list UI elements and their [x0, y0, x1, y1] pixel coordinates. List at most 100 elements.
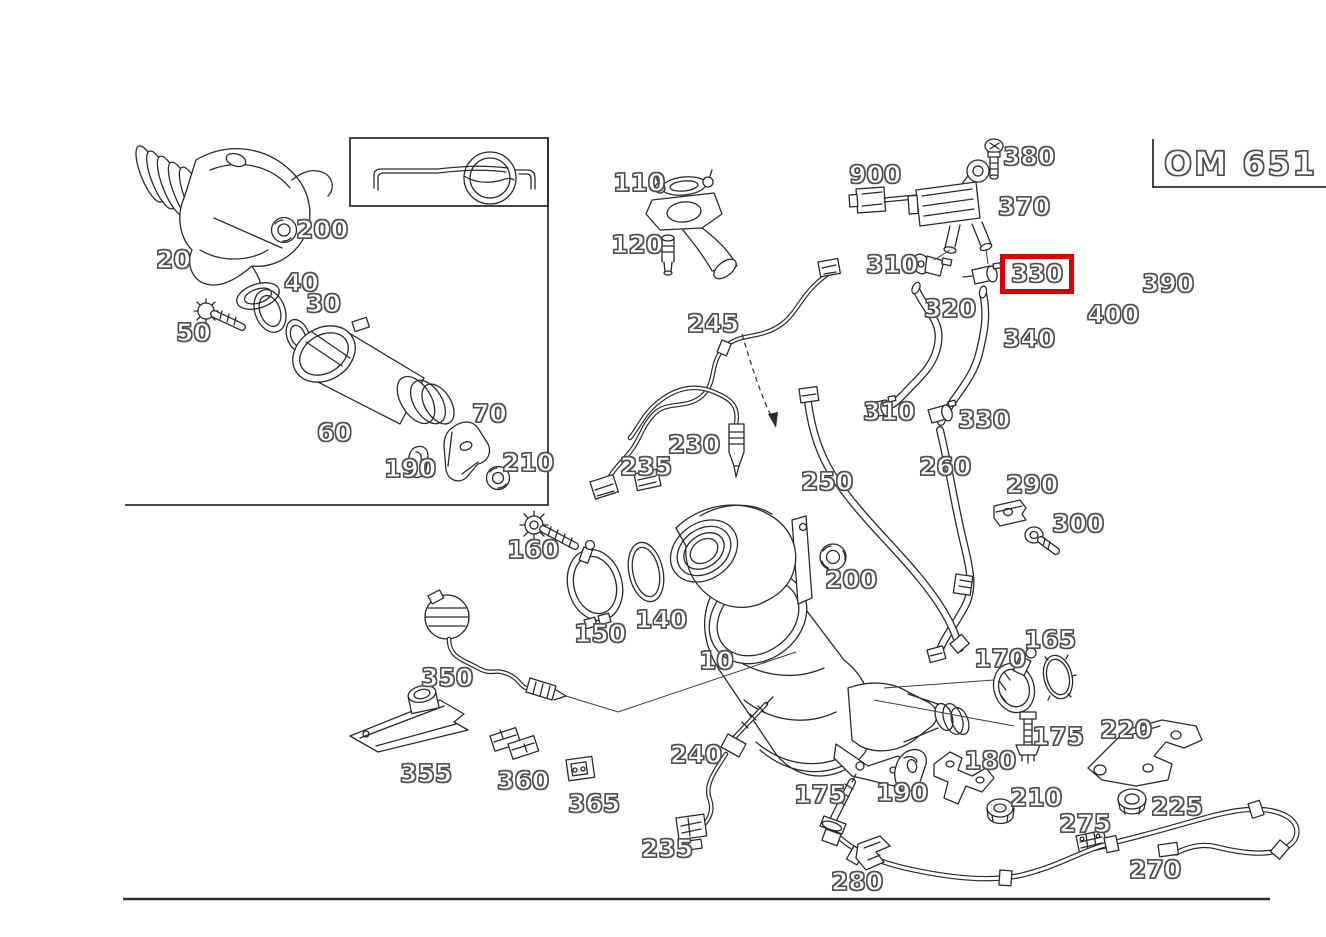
- part-callout-360[interactable]: 360: [496, 766, 550, 795]
- part-330-upper-fitting-drawing: [962, 262, 1002, 285]
- part-callout-365[interactable]: 365: [567, 789, 621, 818]
- part-225-nut-drawing: [1117, 788, 1147, 815]
- part-callout-235[interactable]: 235: [619, 452, 673, 481]
- part-callout-280[interactable]: 280: [830, 867, 884, 896]
- part-callout-210[interactable]: 210: [1009, 783, 1063, 812]
- part-210-lower-nut-drawing: [986, 798, 1015, 825]
- engine-code-frame: [1152, 139, 1326, 188]
- part-callout-60[interactable]: 60: [316, 418, 352, 447]
- part-callout-310[interactable]: 310: [865, 250, 919, 279]
- part-callout-370[interactable]: 370: [997, 192, 1051, 221]
- part-callout-275[interactable]: 275: [1058, 809, 1112, 838]
- part-235-lower-clip-drawing: [675, 813, 708, 851]
- part-245-sensor-cable-drawing: [589, 257, 841, 500]
- part-370-pressure-sensor-drawing: [907, 159, 993, 254]
- part-175-left-bolt-drawing: [819, 773, 857, 835]
- part-callout-40[interactable]: 40: [283, 268, 319, 297]
- part-320-hose-drawing: [889, 281, 943, 408]
- part-callout-180[interactable]: 180: [963, 746, 1017, 775]
- part-180-bracket-drawing: [933, 751, 995, 805]
- part-callout-235[interactable]: 235: [640, 834, 694, 863]
- hose-detail-drawing: [373, 151, 536, 205]
- part-230-oxygen-sensor-drawing: [627, 333, 778, 478]
- part-callout-120[interactable]: 120: [610, 230, 664, 259]
- part-callout-300[interactable]: 300: [1051, 509, 1105, 538]
- part-175-right-bolt-drawing: [1015, 711, 1041, 764]
- part-callout-400[interactable]: 400: [1086, 300, 1140, 329]
- part-callout-330-highlighted[interactable]: 330: [1000, 254, 1075, 294]
- part-150-vband-clamp-drawing: [566, 539, 624, 630]
- part-330-mid-fitting-drawing: [927, 399, 957, 424]
- part-callout-390[interactable]: 390: [1141, 269, 1195, 298]
- part-callout-330[interactable]: 330: [957, 405, 1011, 434]
- part-callout-70[interactable]: 70: [471, 399, 507, 428]
- part-callout-320[interactable]: 320: [923, 294, 977, 323]
- part-callout-270[interactable]: 270: [1128, 855, 1182, 884]
- part-callout-10[interactable]: 10: [698, 646, 734, 675]
- part-callout-160[interactable]: 160: [506, 535, 560, 564]
- part-callout-175[interactable]: 175: [793, 780, 847, 809]
- part-callout-170[interactable]: 170: [973, 644, 1027, 673]
- part-10-dpf-assembly-drawing: [669, 504, 970, 787]
- inset-frame: [125, 137, 549, 506]
- part-callout-30[interactable]: 30: [305, 289, 341, 318]
- part-callout-210[interactable]: 210: [501, 448, 555, 477]
- part-callout-20[interactable]: 20: [155, 245, 191, 274]
- part-callout-900[interactable]: 900: [848, 160, 902, 189]
- part-165-gasket-drawing: [1042, 654, 1077, 701]
- part-callout-250[interactable]: 250: [800, 467, 854, 496]
- part-callout-350[interactable]: 350: [420, 663, 474, 692]
- part-callout-165[interactable]: 165: [1023, 625, 1077, 654]
- part-240-temp-sensor-drawing: [697, 696, 774, 831]
- part-120-stud-drawing: [661, 234, 675, 276]
- part-290-clip-drawing: [993, 499, 1027, 527]
- part-callout-380[interactable]: 380: [1002, 142, 1056, 171]
- part-callout-225[interactable]: 225: [1150, 792, 1204, 821]
- part-360-clip-drawing: [489, 727, 540, 760]
- part-365-clip-drawing: [565, 755, 596, 782]
- part-50-bolt-drawing: [193, 298, 246, 331]
- part-900-sensor-probe-drawing: [848, 186, 917, 214]
- part-200-main-nut-drawing: [819, 543, 847, 571]
- part-70-bracket-drawing: [443, 421, 491, 482]
- part-280-clip-drawing: [855, 835, 891, 871]
- part-callout-200[interactable]: 200: [824, 565, 878, 594]
- part-callout-175[interactable]: 175: [1031, 722, 1085, 751]
- part-callout-220[interactable]: 220: [1099, 715, 1153, 744]
- part-200-inset-nut-drawing: [270, 216, 298, 244]
- part-callout-50[interactable]: 50: [175, 318, 211, 347]
- part-callout-240[interactable]: 240: [669, 740, 723, 769]
- part-300-screw-drawing: [1024, 526, 1060, 555]
- part-callout-230[interactable]: 230: [667, 430, 721, 459]
- part-355-bracket-drawing: [349, 685, 469, 753]
- part-callout-190[interactable]: 190: [875, 778, 929, 807]
- part-60-catalyst-drawing: [292, 316, 455, 425]
- sensor-hose-leader-lines: [933, 248, 989, 265]
- part-190-inset-bracket-drawing: [407, 445, 429, 479]
- part-callout-355[interactable]: 355: [399, 759, 453, 788]
- part-callout-245[interactable]: 245: [686, 309, 740, 338]
- sensor-mount-leader-line: [565, 651, 797, 713]
- part-160-bolt-drawing: [519, 510, 579, 550]
- part-callout-260[interactable]: 260: [918, 452, 972, 481]
- part-110-gasket-flange-drawing: [645, 169, 738, 280]
- part-20-catalyst-drawing: [135, 145, 333, 310]
- part-callout-140[interactable]: 140: [634, 605, 688, 634]
- part-callout-150[interactable]: 150: [573, 619, 627, 648]
- part-callout-190[interactable]: 190: [383, 454, 437, 483]
- part-310-upper-clamp-drawing: [912, 253, 953, 277]
- engine-code-label: OM 651: [1163, 143, 1318, 183]
- part-callout-200[interactable]: 200: [295, 215, 349, 244]
- part-270-harness-drawing: [821, 799, 1300, 887]
- part-350-oxygen-sensor-drawing: [424, 589, 567, 701]
- part-callout-290[interactable]: 290: [1005, 470, 1059, 499]
- part-callout-110[interactable]: 110: [612, 168, 666, 197]
- part-callout-310[interactable]: 310: [862, 397, 916, 426]
- part-310-mid-fitting-drawing: [865, 394, 897, 419]
- clamp-bolt-leader-lines: [873, 679, 1015, 727]
- part-190-lower-bracket-drawing: [894, 749, 927, 792]
- part-380-bolt-drawing: [984, 138, 1004, 180]
- part-140-gasket-ring-drawing: [627, 541, 665, 603]
- part-callout-340[interactable]: 340: [1002, 324, 1056, 353]
